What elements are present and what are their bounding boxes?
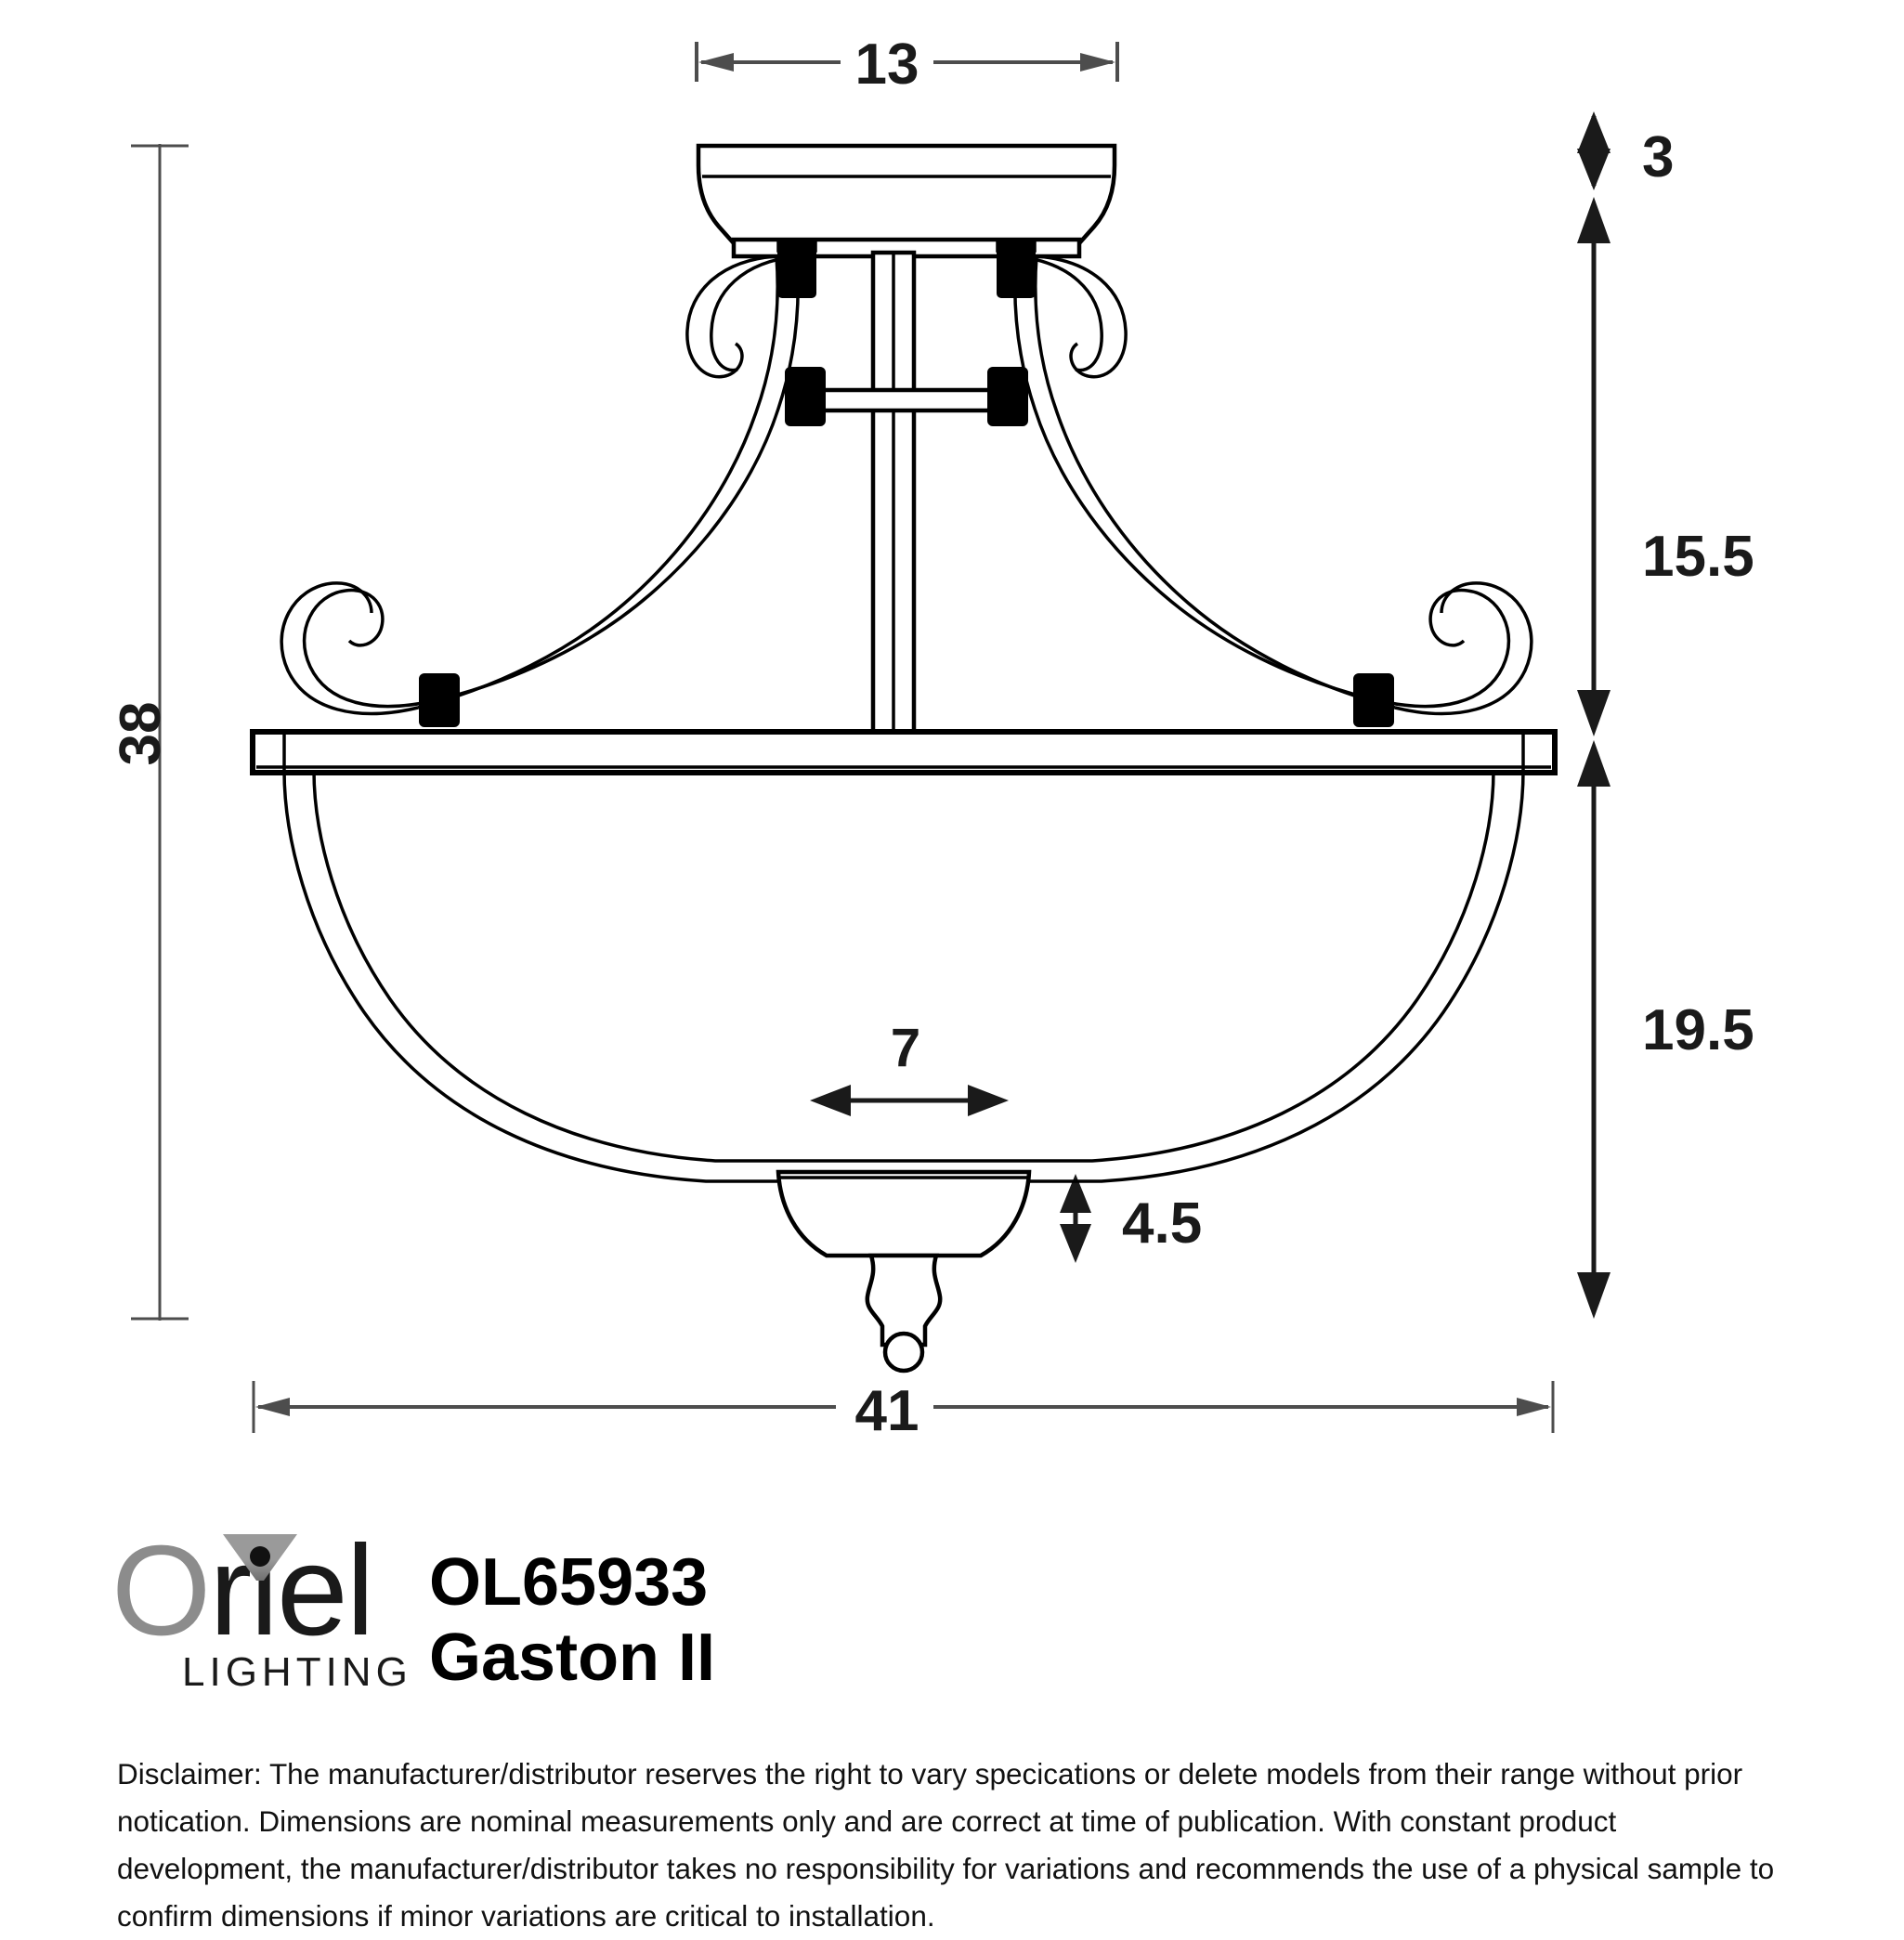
- finial: [865, 1253, 943, 1374]
- dimension-bottom-cap-width: [810, 1085, 1009, 1116]
- product-name: Gaston II: [429, 1620, 716, 1695]
- shade-rim: [250, 729, 1558, 775]
- dimension-canopy-width: [695, 42, 1119, 82]
- light-fixture-drawing: [250, 143, 1558, 1374]
- collar-fitting-outer-right: [1353, 673, 1394, 727]
- dimension-label-4-5: 4.5: [1122, 1191, 1202, 1256]
- upper-scroll-arm-left: [417, 254, 800, 710]
- dimension-shade-height: [1577, 740, 1611, 1319]
- dimension-overall-width: [252, 1381, 1555, 1433]
- dimension-finial-height: [1060, 1174, 1091, 1263]
- dimension-label-13: 13: [855, 33, 919, 97]
- center-stem: [870, 250, 917, 736]
- product-code: OL65933: [429, 1545, 709, 1620]
- oriel-tagline: LIGHTING: [182, 1649, 412, 1695]
- bottom-cap: [776, 1169, 1032, 1258]
- collar-fitting-outer-left: [419, 673, 460, 727]
- product-identity: OL65933 Gaston II: [429, 1542, 715, 1695]
- brand-and-product-block: Oriel LIGHTING OL65933 Gaston II: [111, 1527, 715, 1699]
- collar-fitting-upper-right: [996, 238, 1037, 298]
- oriel-logo: Oriel LIGHTING: [111, 1527, 408, 1699]
- dimension-label-19-5: 19.5: [1642, 998, 1754, 1062]
- oriel-letter-o: O: [111, 1519, 211, 1662]
- dimension-canopy-height: [1577, 111, 1611, 190]
- dimension-overall-height: [131, 144, 189, 1321]
- collar-fitting-mid-right: [987, 367, 1028, 426]
- pendant-lamp-icon: [223, 1534, 297, 1581]
- dimension-label-7: 7: [891, 1018, 920, 1078]
- glass-shade-bowl: [282, 770, 1525, 1183]
- dimension-frame-height: [1577, 197, 1611, 736]
- disclaimer-text: Disclaimer: The manufacturer/distributor…: [117, 1757, 1775, 1933]
- upper-scroll-arm-right: [1013, 254, 1396, 710]
- canopy: [696, 143, 1117, 259]
- dimension-label-3: 3: [1642, 125, 1674, 189]
- collar-fitting-upper-left: [776, 238, 817, 298]
- cross-bar: [794, 387, 997, 413]
- dimension-label-15-5: 15.5: [1642, 525, 1754, 589]
- outer-scroll-right: [1376, 581, 1533, 716]
- dimension-label-38: 38: [109, 702, 173, 766]
- dimension-label-41: 41: [855, 1379, 919, 1443]
- collar-fitting-mid-left: [785, 367, 826, 426]
- outer-scroll-left: [280, 581, 437, 716]
